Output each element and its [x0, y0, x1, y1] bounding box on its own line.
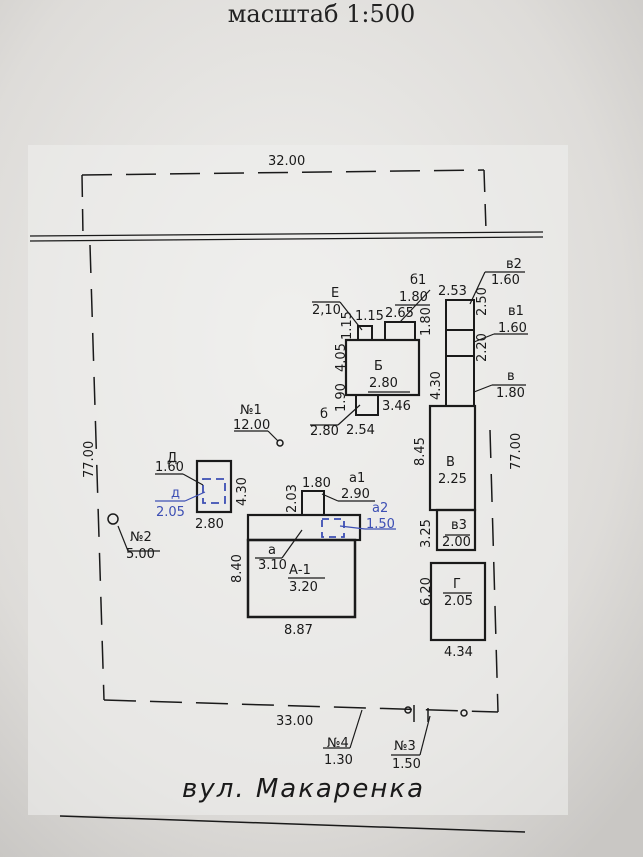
- marker-n3: [460, 709, 468, 717]
- label-b-depth3: 1.80: [419, 307, 434, 336]
- marker-n2: [107, 513, 119, 525]
- label-n4-name: №4: [327, 736, 349, 751]
- fence-line-1: [29, 231, 544, 237]
- label-n3-name: №3: [394, 739, 416, 754]
- label-a-width: 1.80: [302, 476, 331, 491]
- label-v-depth2: 4.30: [429, 371, 444, 400]
- building-e: [357, 325, 373, 341]
- street-name: вул. Макаренка: [182, 774, 425, 804]
- label-a2-name: а2: [372, 501, 388, 516]
- label-d-depth: 4.30: [235, 477, 250, 506]
- label-g-name: Г: [453, 577, 461, 592]
- label-a1-width: 8.87: [284, 623, 313, 638]
- building-v: [445, 355, 475, 407]
- label-b-small-width: 2.54: [346, 423, 375, 438]
- label-e-height: 2,10: [312, 303, 341, 318]
- label-v2-name: в2: [506, 257, 522, 272]
- label-b-small-name: б: [320, 407, 328, 422]
- dim-top: 32.00: [268, 154, 305, 169]
- label-b-width2: 2.65: [385, 306, 414, 321]
- label-v3-height: 2.00: [442, 535, 471, 550]
- building-b-annex: [355, 394, 379, 416]
- label-b-height: 2.80: [369, 376, 398, 391]
- boundary-left: [89, 244, 105, 701]
- label-v-depth: 8.45: [413, 437, 428, 466]
- boundary-bottom: [103, 699, 499, 713]
- building-b: [344, 338, 421, 397]
- label-v2-width: 2.53: [438, 284, 467, 299]
- label-v-small-name: в: [507, 369, 515, 384]
- building-v2: [445, 299, 475, 331]
- label-b1-name: б1: [410, 273, 426, 288]
- label-d-small-name: д: [171, 486, 180, 501]
- building-a1-porch: [301, 490, 325, 516]
- label-g-depth: 6.20: [419, 577, 434, 606]
- building-d: [195, 459, 233, 514]
- boundary-right-upper: [483, 169, 487, 231]
- boundary-left-upper: [81, 174, 84, 237]
- label-n1-value: 12.00: [233, 418, 270, 433]
- label-a2-height: 1.50: [366, 517, 395, 532]
- label-d-small-height: 2.05: [156, 505, 185, 520]
- marker-n4: [404, 706, 412, 714]
- label-a1-name: А-1: [289, 563, 311, 578]
- label-d-height: 1.60: [155, 460, 184, 475]
- label-g-width: 4.34: [444, 645, 473, 660]
- label-b-depth2: 1.90: [334, 383, 349, 412]
- label-v1-height: 1.60: [498, 321, 527, 336]
- marker-n1: [276, 439, 284, 447]
- label-g-height: 2.05: [444, 594, 473, 609]
- label-a1-porch-height: 2.90: [341, 487, 370, 502]
- label-b-small-height: 2.80: [310, 424, 339, 439]
- label-b-name: Б: [374, 359, 383, 374]
- label-v-name: В: [446, 455, 455, 470]
- label-n3-value: 1.50: [392, 757, 421, 772]
- building-v1: [445, 329, 475, 357]
- dim-bottom: 33.00: [276, 714, 313, 729]
- label-n2-value: 5.00: [126, 547, 155, 562]
- building-g: [429, 561, 487, 642]
- label-v3-depth: 3.25: [419, 519, 434, 548]
- building-d-dashed: [202, 478, 226, 504]
- label-v2-depth: 2.50: [475, 287, 490, 316]
- label-a-depth: 2.03: [285, 484, 300, 513]
- scale-title: масштаб 1:500: [227, 0, 416, 28]
- label-v-height: 2.25: [438, 472, 467, 487]
- label-a1-porch-name: а1: [349, 471, 365, 486]
- fence-line-2: [29, 236, 544, 242]
- building-a2-dashed: [321, 518, 345, 538]
- label-e-width: 1.15: [355, 309, 384, 324]
- label-b-width: 3.46: [382, 399, 411, 414]
- label-v-small-height: 1.80: [496, 386, 525, 401]
- label-d-name: Д: [167, 451, 177, 466]
- label-n1-name: №1: [240, 403, 262, 418]
- label-a-name: а: [268, 543, 276, 558]
- label-v1-name: в1: [508, 304, 524, 319]
- dim-left: 77.00: [82, 441, 97, 478]
- label-n2-name: №2: [130, 530, 152, 545]
- building-b1: [384, 321, 416, 341]
- boundary-right: [489, 429, 499, 713]
- label-b1-height: 1.80: [399, 290, 428, 305]
- label-e-depth: 1.15: [340, 311, 355, 340]
- label-n4-value: 1.30: [324, 753, 353, 768]
- label-v3-name: в3: [451, 518, 467, 533]
- dim-right: 77.00: [509, 433, 524, 470]
- building-v3: [435, 508, 477, 552]
- boundary-top: [81, 169, 485, 176]
- label-a1-depth: 8.40: [230, 554, 245, 583]
- label-d-width: 2.80: [195, 517, 224, 532]
- street-baseline: [59, 815, 526, 833]
- label-v2-height: 1.60: [491, 273, 520, 288]
- label-b-depth1: 4.05: [334, 343, 349, 372]
- label-a1-height: 3.20: [289, 580, 318, 595]
- label-a-height: 3.10: [258, 558, 287, 573]
- label-v1-depth: 2.20: [475, 333, 490, 362]
- label-e-name: Е: [331, 286, 339, 301]
